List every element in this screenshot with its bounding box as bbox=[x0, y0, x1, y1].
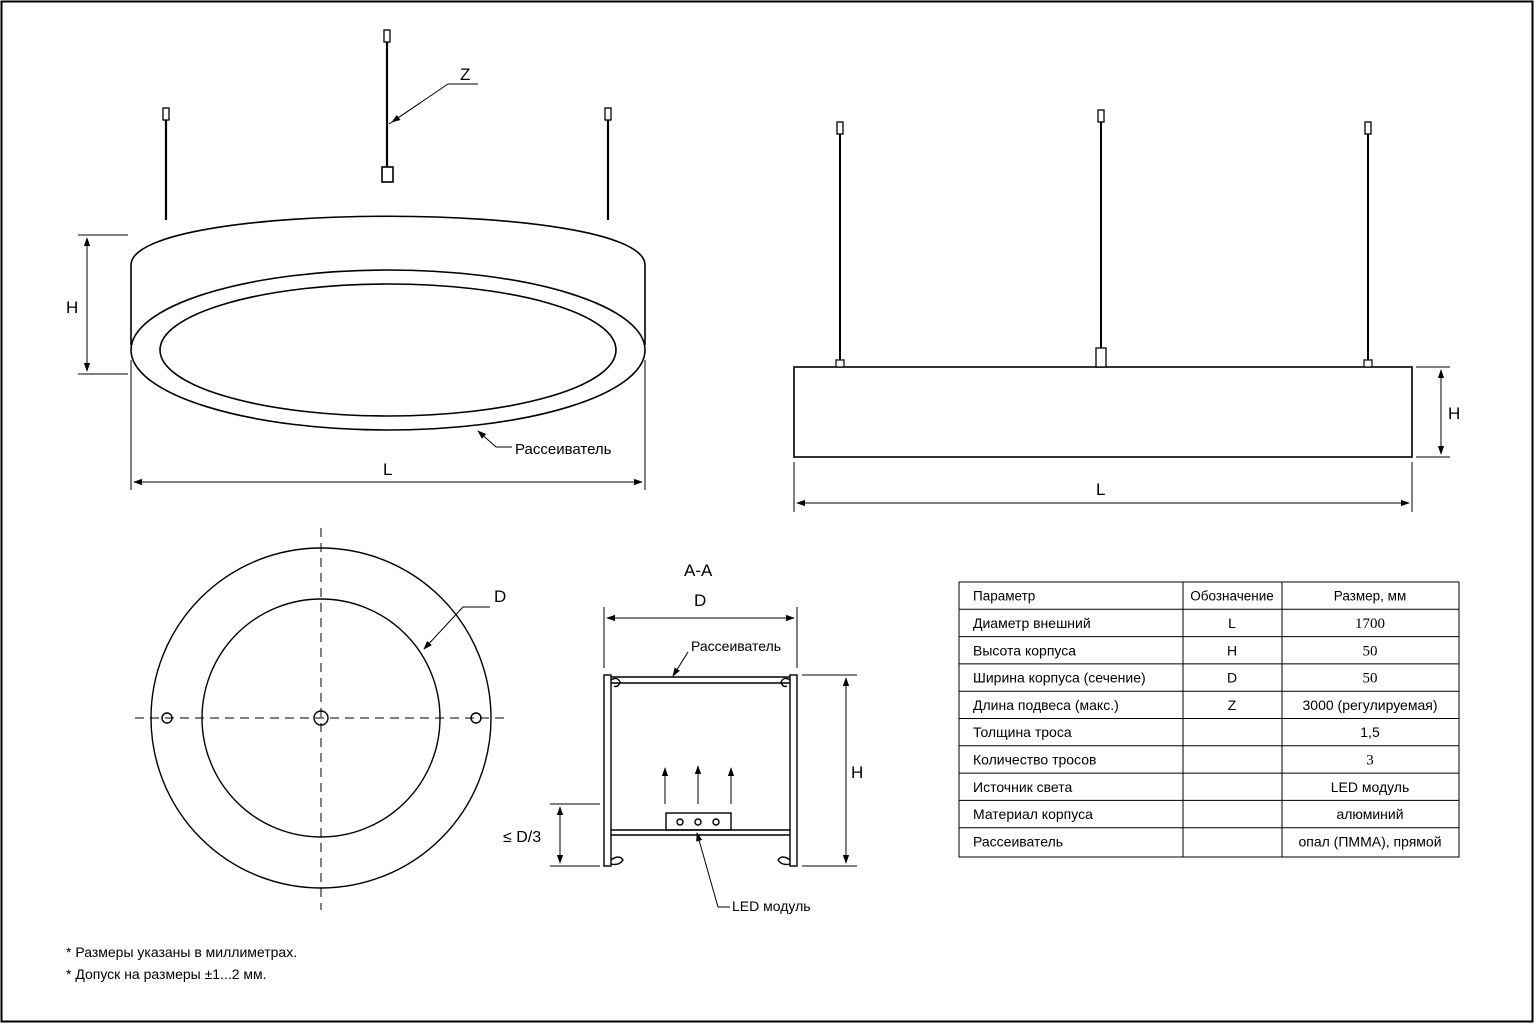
table-cell: L bbox=[1228, 615, 1236, 631]
table-cell: 1,5 bbox=[1360, 724, 1380, 740]
table-cell: алюминий bbox=[1336, 806, 1403, 822]
table-cell: Рассеиватель bbox=[973, 833, 1063, 849]
top-view bbox=[135, 528, 508, 910]
table-cell: Толщина троса bbox=[973, 724, 1072, 740]
table-cell: Высота корпуса bbox=[973, 642, 1076, 658]
table-cell: 1700 bbox=[1355, 616, 1385, 632]
section-dim-h: H bbox=[851, 763, 863, 782]
section-dimensions bbox=[550, 607, 857, 908]
table-cell: 3 bbox=[1366, 752, 1374, 768]
table-header-cell: Обозначение bbox=[1190, 589, 1274, 604]
table-cell: LED модуль bbox=[1331, 779, 1410, 795]
top-dim-d: D bbox=[494, 587, 506, 606]
parameter-table: Параметр Обозначение Размер, мм Диаметр вне… bbox=[958, 581, 1460, 858]
side-dimensions bbox=[793, 366, 1450, 512]
section-dim-d: D bbox=[694, 591, 706, 610]
table-cell: Материал корпуса bbox=[973, 806, 1093, 822]
section-view bbox=[603, 674, 798, 867]
perspective-dimensions bbox=[78, 83, 646, 490]
note-tolerance: * Допуск на размеры ±1...2 мм. bbox=[66, 966, 267, 982]
side-dim-l: L bbox=[1096, 480, 1105, 499]
perspective-view bbox=[130, 29, 646, 431]
section-light-arrows bbox=[661, 765, 735, 804]
table-cell: Диаметр внешний bbox=[973, 615, 1091, 631]
table-cell: D bbox=[1227, 670, 1237, 686]
table-cell: 50 bbox=[1363, 671, 1378, 687]
perspective-diffuser-label: Рассеиватель bbox=[515, 441, 612, 458]
side-view bbox=[793, 109, 1413, 458]
table-cell: Источник света bbox=[973, 779, 1073, 795]
table-header-cell: Параметр bbox=[973, 589, 1035, 604]
section-dim-d3: ≤ D/3 bbox=[503, 829, 541, 846]
section-title: А-А bbox=[684, 561, 713, 580]
table-cell: 3000 (регулируемая) bbox=[1303, 697, 1438, 713]
table-cell: H bbox=[1227, 642, 1237, 658]
section-led-label: LED модуль bbox=[732, 898, 811, 914]
table-cell: Количество тросов bbox=[973, 751, 1096, 767]
perspective-dim-z: Z bbox=[460, 65, 470, 84]
table-cell: 50 bbox=[1363, 643, 1378, 659]
perspective-dim-h: H bbox=[66, 298, 78, 317]
section-diffuser-label: Рассеиватель bbox=[691, 638, 781, 654]
perspective-dim-l: L bbox=[383, 460, 392, 479]
top-dimensions bbox=[423, 606, 490, 650]
note-units: * Размеры указаны в миллиметрах. bbox=[66, 944, 298, 960]
side-dim-h: H bbox=[1448, 404, 1460, 423]
table-cell: Z bbox=[1228, 697, 1237, 713]
table-header-cell: Размер, мм bbox=[1334, 589, 1406, 604]
table-cell: Ширина корпуса (сечение) bbox=[973, 670, 1146, 686]
table-cell: опал (ПММА), прямой bbox=[1298, 833, 1441, 849]
table-cell: Длина подвеса (макс.) bbox=[973, 697, 1119, 713]
